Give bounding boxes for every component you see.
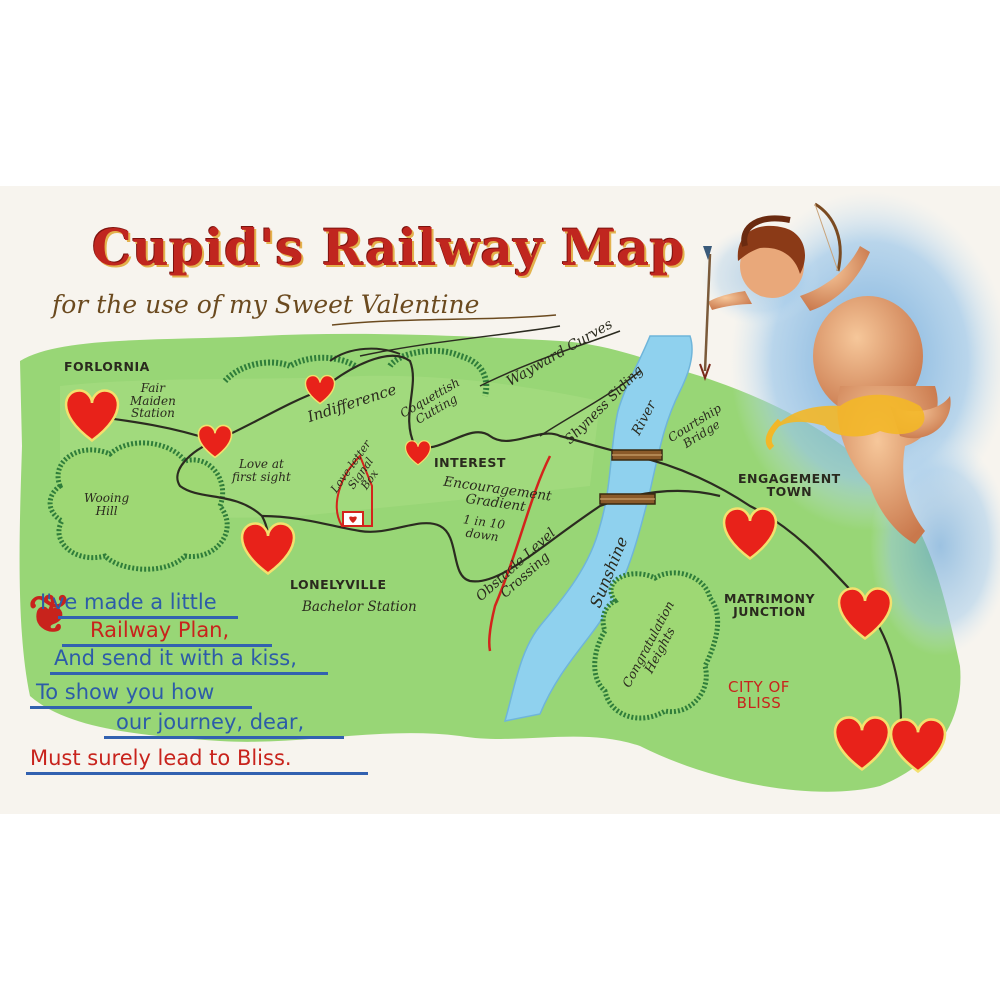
map-subtitle: for the use of my Sweet Valentine — [52, 290, 480, 319]
poem-initial-decoration: ❦ — [28, 584, 72, 645]
bridge-icon — [599, 493, 656, 505]
heart-icon — [889, 718, 947, 774]
poem-line-5: our journey, dear, — [116, 710, 305, 734]
heart-icon — [837, 587, 893, 641]
subtitle-flourish — [331, 314, 557, 326]
poem-underline — [62, 644, 272, 647]
poem-line-4: To show you how — [36, 680, 215, 704]
congratulation-heights — [592, 570, 721, 721]
obstacle-line — [487, 455, 552, 652]
poem-line-3: And send it with a kiss, — [54, 646, 297, 670]
label-engagement-town: ENGAGEMENT TOWN — [738, 471, 841, 500]
heart-icon — [404, 440, 432, 466]
poem-line-1: I've made a little — [40, 590, 217, 614]
poem-line-2: Railway Plan, — [90, 618, 230, 642]
map-title: Cupid's Railway Map — [92, 218, 686, 277]
label-forlornia: FORLORNIA — [64, 359, 150, 374]
poem-underline — [58, 616, 238, 619]
arrow-icon — [699, 246, 712, 381]
label-bachelor-station: Bachelor Station — [302, 599, 417, 615]
label-gradient-ratio: 1 in 10 down — [462, 512, 506, 544]
label-matrimony-junction: MATRIMONY JUNCTION — [724, 591, 816, 620]
poem-underline — [50, 672, 328, 675]
label-lonelyville: LONELYVILLE — [290, 577, 387, 592]
heart-icon — [722, 507, 778, 561]
railway-map — [19, 191, 1000, 792]
label-love-at-first-sight: Love at first sight — [232, 457, 291, 484]
label-city-of-bliss: CITY OF BLISS — [728, 678, 790, 712]
poem-underline — [30, 706, 252, 709]
poem-underline — [26, 772, 368, 775]
label-wooing-hill: Wooing Hill — [84, 491, 130, 518]
railway-track — [91, 354, 903, 747]
bridge-icon — [611, 449, 663, 461]
heart-icon — [833, 716, 891, 772]
postcard: Cupid's Railway Map for the use of my Sw… — [0, 186, 1000, 814]
poem-line-6: Must surely lead to Bliss. — [30, 746, 292, 770]
heart-icon — [304, 374, 336, 405]
heart-icon — [197, 424, 233, 459]
cupid-icon — [708, 215, 951, 544]
wooing-hill — [47, 440, 230, 572]
poem-underline — [104, 736, 344, 739]
bow-icon — [814, 202, 842, 272]
heart-icon — [240, 522, 296, 576]
heart-icon — [64, 389, 120, 443]
label-interest: INTEREST — [434, 455, 506, 470]
label-fair-maiden-station: Fair Maiden Station — [130, 381, 176, 421]
